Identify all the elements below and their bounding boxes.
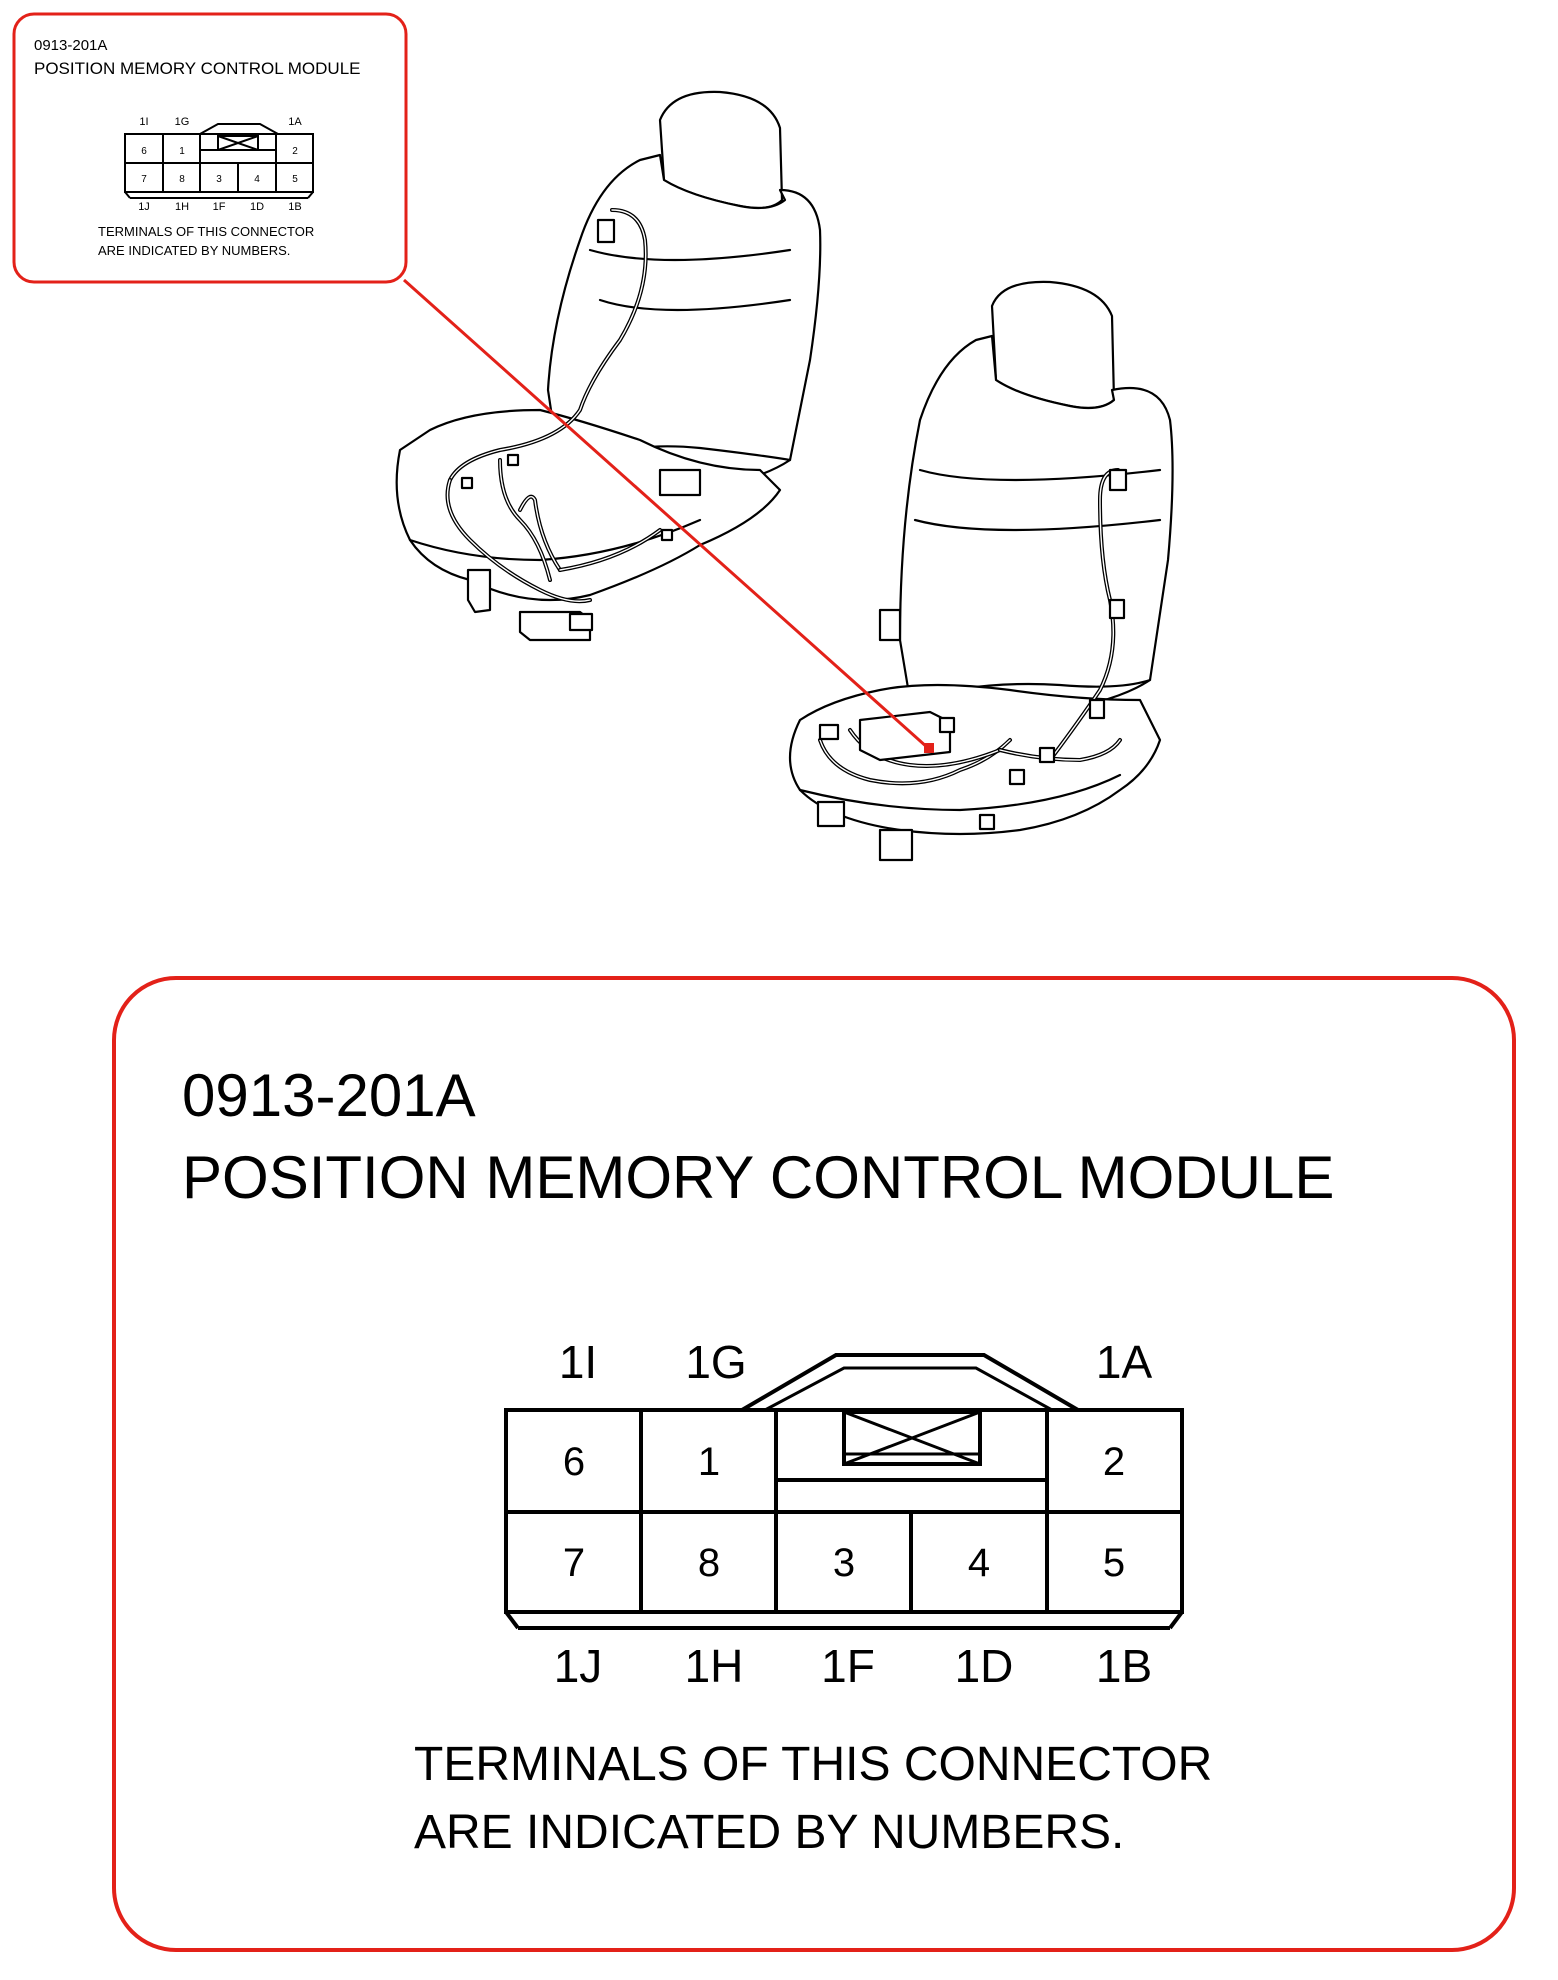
small-terminal-1: 1 bbox=[179, 146, 185, 157]
small-label-1H: 1H bbox=[175, 201, 189, 213]
large-callout-border bbox=[112, 976, 1516, 1952]
label-1A: 1A bbox=[1096, 1336, 1153, 1388]
terminal-4: 4 bbox=[968, 1541, 990, 1585]
terminal-1: 1 bbox=[698, 1440, 720, 1484]
small-label-1D: 1D bbox=[250, 201, 264, 213]
small-callout: 0913-201A POSITION MEMORY CONTROL MODULE… bbox=[12, 12, 408, 284]
terminal-6: 6 bbox=[563, 1440, 585, 1484]
small-terminal-7: 7 bbox=[141, 174, 147, 185]
seat-illustration-right bbox=[789, 280, 1174, 862]
small-terminal-5: 5 bbox=[292, 174, 298, 185]
small-label-1G: 1G bbox=[175, 116, 190, 128]
small-label-1F: 1F bbox=[213, 201, 226, 213]
terminal-5: 5 bbox=[1103, 1541, 1125, 1585]
small-terminal-4: 4 bbox=[254, 174, 260, 185]
terminal-3: 3 bbox=[833, 1541, 855, 1585]
small-module-name: POSITION MEMORY CONTROL MODULE bbox=[34, 59, 361, 78]
small-terminal-8: 8 bbox=[179, 174, 185, 185]
small-terminal-6: 6 bbox=[141, 146, 147, 157]
label-1J: 1J bbox=[554, 1640, 603, 1692]
terminal-7: 7 bbox=[563, 1541, 585, 1585]
large-callout: 0913-201A POSITION MEMORY CONTROL MODULE bbox=[112, 976, 1516, 1952]
connector-id: 0913-201A bbox=[182, 1062, 476, 1129]
small-label-1B: 1B bbox=[288, 201, 301, 213]
small-label-1J: 1J bbox=[138, 201, 150, 213]
terminal-2: 2 bbox=[1103, 1440, 1125, 1484]
connector-location-marker bbox=[924, 743, 934, 753]
label-1G: 1G bbox=[685, 1336, 746, 1388]
connector-body bbox=[504, 1353, 1184, 1630]
module-name: POSITION MEMORY CONTROL MODULE bbox=[182, 1144, 1334, 1211]
small-label-1I: 1I bbox=[139, 116, 148, 128]
callout-leader-line bbox=[403, 278, 929, 750]
seat-illustration-left bbox=[395, 90, 822, 642]
small-label-1A: 1A bbox=[288, 116, 302, 128]
label-1H: 1H bbox=[685, 1640, 744, 1692]
terminal-8: 8 bbox=[698, 1541, 720, 1585]
note-line1: TERMINALS OF THIS CONNECTOR bbox=[414, 1738, 1212, 1791]
small-terminal-3: 3 bbox=[216, 174, 222, 185]
small-connector-id: 0913-201A bbox=[34, 37, 107, 54]
small-connector bbox=[124, 123, 314, 199]
label-1B: 1B bbox=[1096, 1640, 1152, 1692]
note-line2: ARE INDICATED BY NUMBERS. bbox=[414, 1806, 1124, 1859]
small-note-line2: ARE INDICATED BY NUMBERS. bbox=[98, 243, 290, 258]
small-note-line1: TERMINALS OF THIS CONNECTOR bbox=[98, 224, 314, 239]
label-1F: 1F bbox=[821, 1640, 875, 1692]
label-1I: 1I bbox=[559, 1336, 597, 1388]
label-1D: 1D bbox=[955, 1640, 1014, 1692]
small-terminal-2: 2 bbox=[292, 146, 298, 157]
blank-cavity bbox=[842, 1410, 982, 1466]
